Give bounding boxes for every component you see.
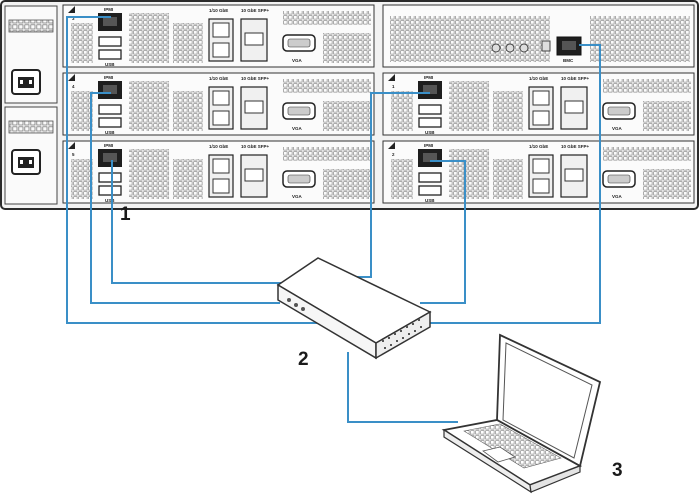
vga-label: VGA [612, 126, 623, 131]
cable-node2-to-switch [420, 160, 466, 304]
node-number: 1 [392, 84, 395, 89]
ipmi-label: IPMI [104, 143, 113, 148]
bmc-port [556, 36, 582, 56]
compute-node-panel: 5 IPMI USB 1/10 GbE 10 GbE SFP+ VGA [62, 140, 375, 204]
node-number: 2 [392, 152, 395, 157]
usb-label: USB [105, 198, 115, 203]
usb-port [98, 104, 122, 115]
node-number: 5 [72, 152, 75, 157]
bmc-port-label: BMC [563, 58, 574, 63]
compute-node-panel: 3 IPMI USB 1/10 GbE 10 GbE SFP+ VGA [62, 4, 375, 68]
lan-label: 1/10 GbE [209, 76, 228, 81]
usb-port [98, 172, 122, 183]
lan-label: 1/10 GbE [209, 8, 228, 13]
usb-port [418, 172, 442, 183]
sfp-label: 10 GbE SFP+ [241, 8, 270, 13]
ipmi-label: IPMI [424, 143, 433, 148]
callout-3: 3 [612, 460, 623, 481]
callout-1: 1 [120, 204, 131, 225]
usb-label: USB [425, 130, 435, 135]
sfp-label: 10 GbE SFP+ [561, 76, 590, 81]
ipmi-label: IPMI [424, 75, 433, 80]
usb-port [418, 117, 442, 128]
sfp-label: 10 GbE SFP+ [241, 76, 270, 81]
power-inlet-icon [11, 69, 41, 95]
usb-label: USB [425, 198, 435, 203]
cable-switch-to-laptop [347, 352, 458, 423]
usb-label: USB [105, 62, 115, 67]
compute-node-panel: 2 IPMI USB 1/10 GbE 10 GbE SFP+ VGA [382, 140, 695, 204]
cable-node4-to-switch [90, 92, 280, 304]
usb-label: USB [105, 130, 115, 135]
vga-label: VGA [612, 194, 623, 199]
vga-label: VGA [292, 58, 303, 63]
lan-label: 1/10 GbE [209, 144, 228, 149]
cable-node5-to-switch [111, 160, 290, 284]
bmc-panel: BMC [382, 4, 695, 68]
compute-node-panel: 1 IPMI USB 1/10 GbE 10 GbE SFP+ VGA [382, 72, 695, 136]
node-number: 3 [72, 16, 75, 21]
compute-node-panel: 4 IPMI USB 1/10 GbE 10 GbE SFP+ VGA [62, 72, 375, 136]
sfp-label: 10 GbE SFP+ [241, 144, 270, 149]
vga-label: VGA [292, 126, 303, 131]
sfp-label: 10 GbE SFP+ [561, 144, 590, 149]
usb-port [418, 104, 442, 115]
laptop-icon [441, 333, 602, 494]
ipmi-label: IPMI [104, 7, 113, 12]
lan-label: 1/10 GbE [529, 144, 548, 149]
callout-2: 2 [298, 349, 309, 370]
usb-port [98, 36, 122, 47]
node-number: 4 [72, 84, 75, 89]
usb-port [98, 185, 122, 196]
lan-label: 1/10 GbE [529, 76, 548, 81]
usb-port [98, 117, 122, 128]
power-supply-area [4, 5, 58, 205]
power-inlet-icon [11, 149, 41, 175]
usb-port [418, 185, 442, 196]
network-switch [276, 257, 432, 360]
vga-label: VGA [292, 194, 303, 199]
ipmi-label: IPMI [104, 75, 113, 80]
usb-port [98, 49, 122, 60]
